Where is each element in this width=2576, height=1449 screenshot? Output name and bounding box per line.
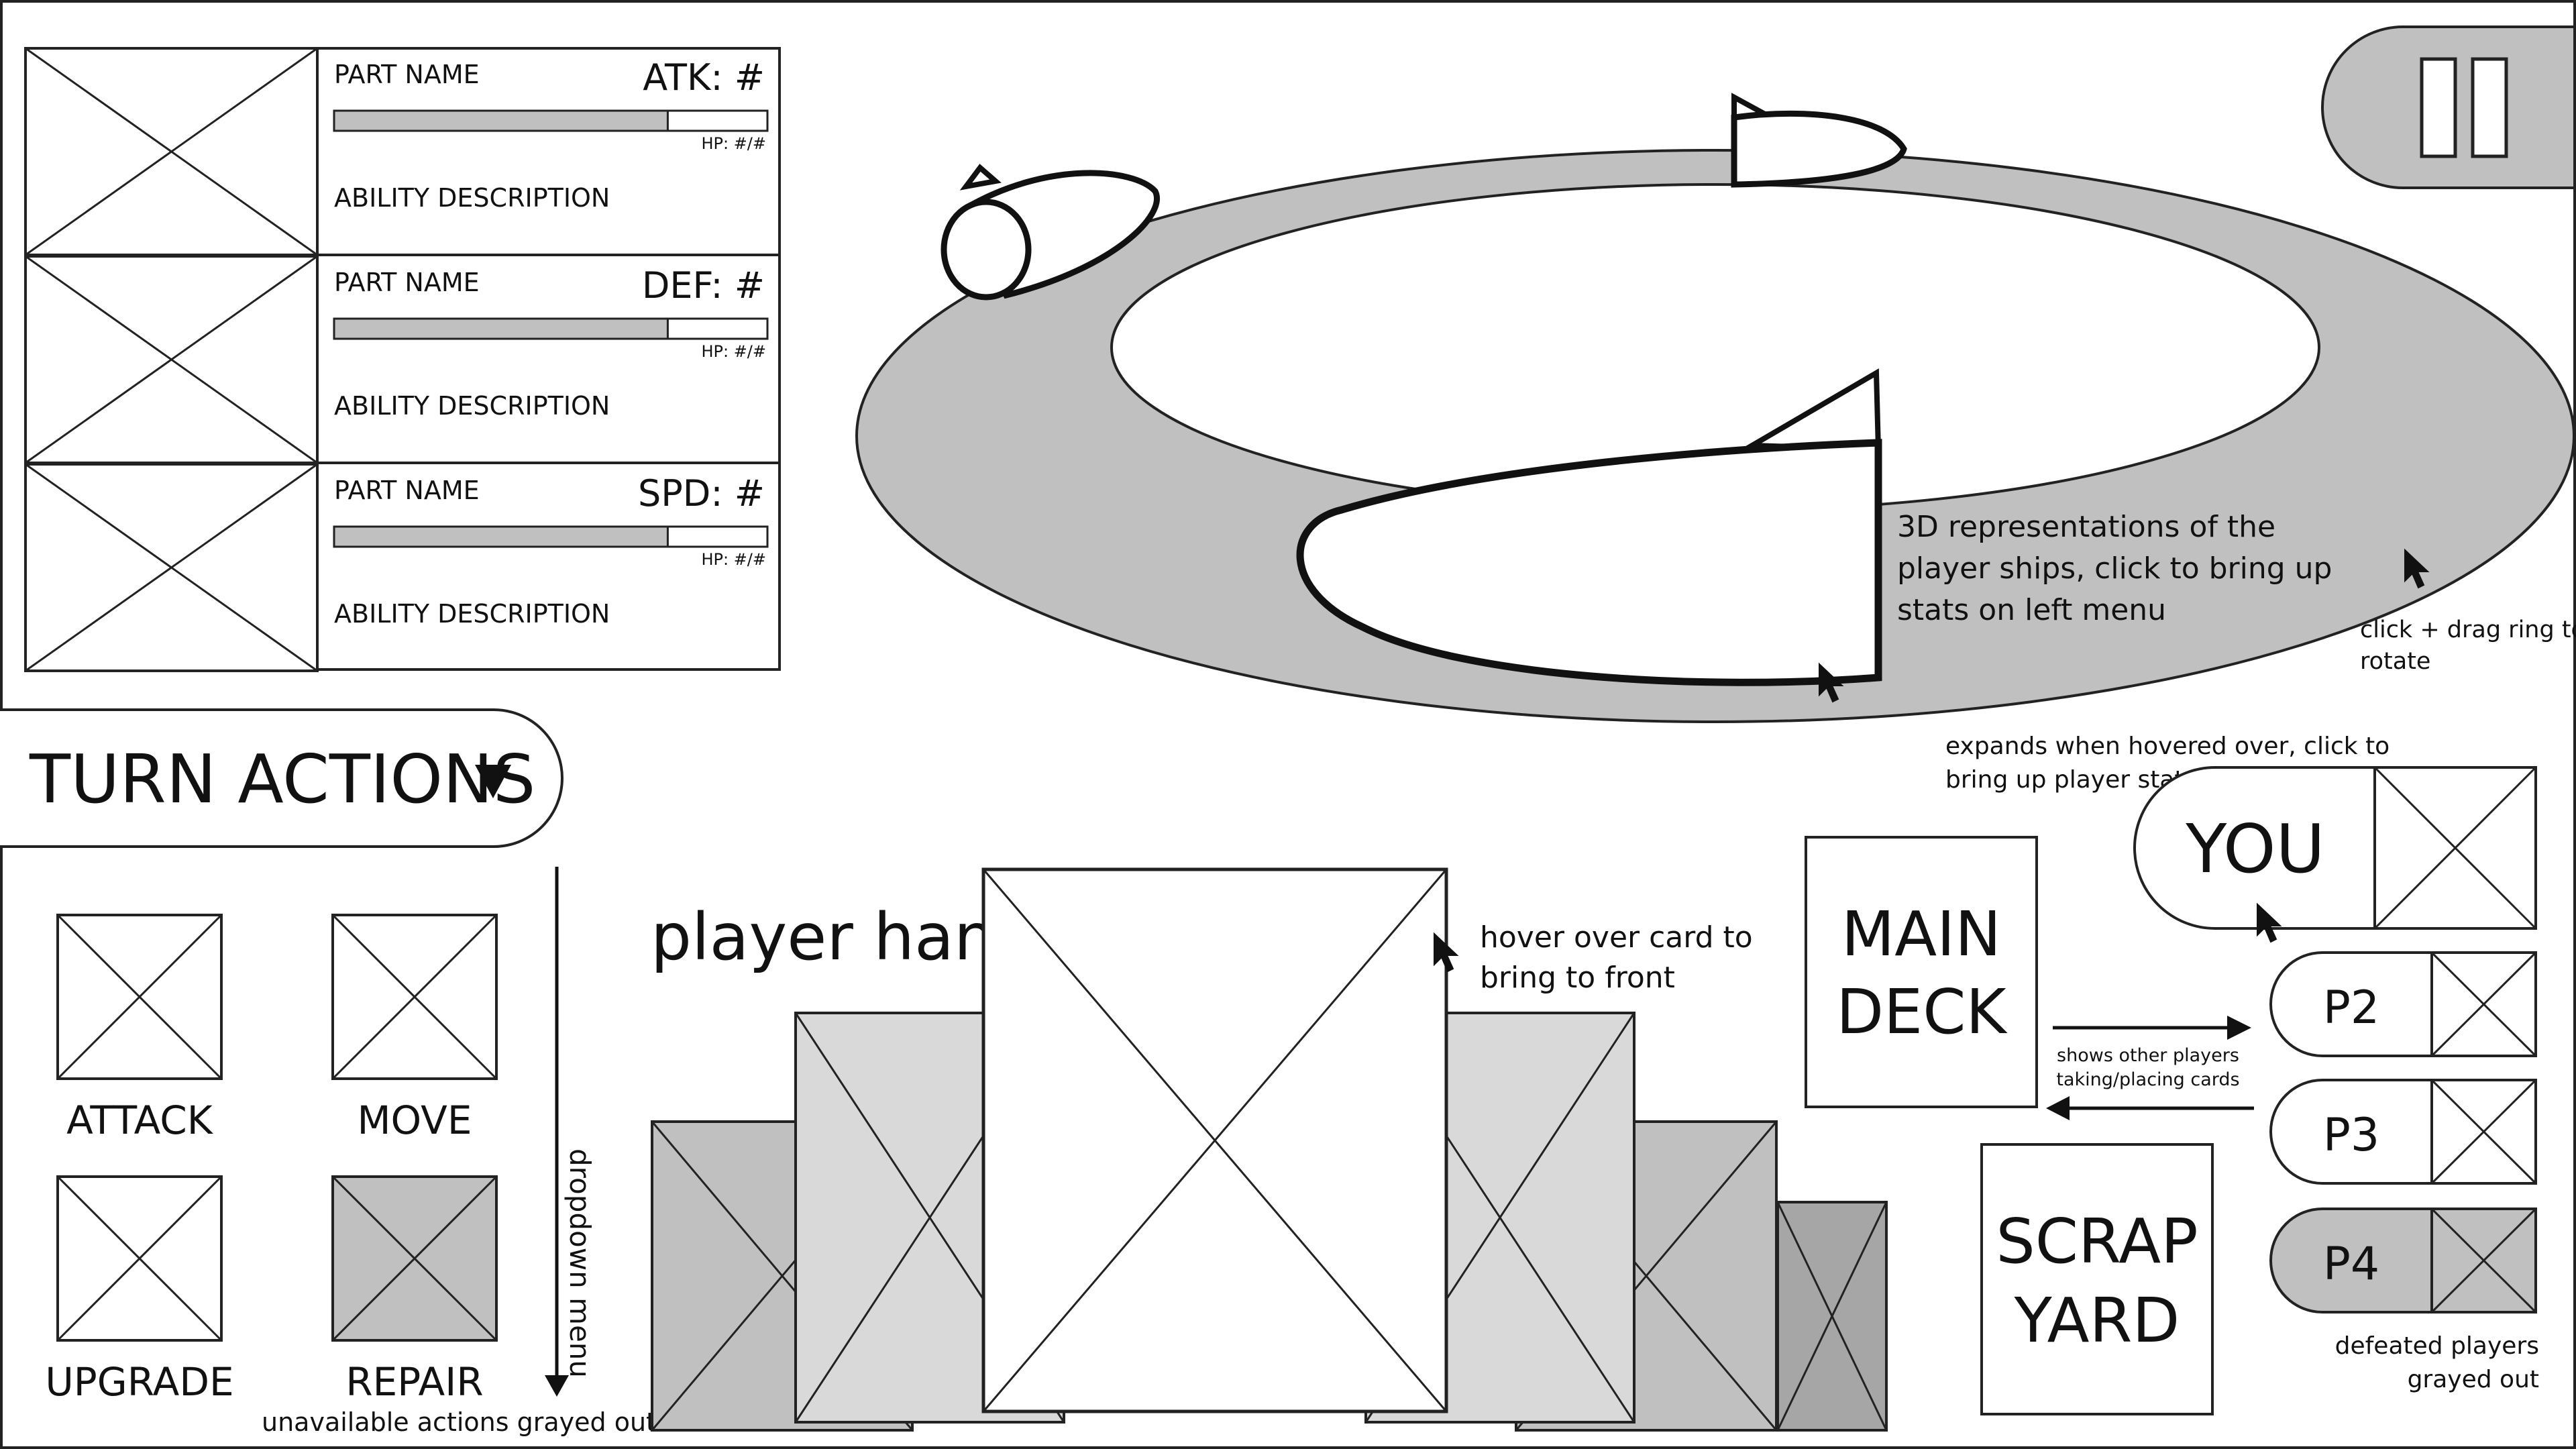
player-p2[interactable]: P2 [2269, 951, 2537, 1057]
player-p4[interactable]: P4 [2269, 1208, 2537, 1313]
part-name: PART NAME [334, 268, 480, 297]
expand-note-line2: bring up player stats [1945, 766, 2196, 794]
turn-actions-dropdown[interactable]: TURN ACTIONS [0, 708, 564, 848]
action-attack-button[interactable]: ATTACK [56, 914, 223, 1143]
part-stat: SPD: # [638, 472, 765, 515]
part-ability: ABILITY DESCRIPTION [334, 599, 610, 629]
ring-note-line1: click + drag ring to [2360, 616, 2576, 643]
flow-arrows [2046, 1016, 2254, 1120]
scrap-yard-label-line1: SCRAP [1996, 1205, 2198, 1277]
part-stat: ATK: # [643, 56, 765, 99]
player-you-label: YOU [2185, 810, 2325, 888]
part-hp-text: HP: #/# [701, 342, 766, 361]
part-image-placeholder [24, 463, 319, 672]
part-row[interactable]: PART NAME DEF: # HP: #/# ABILITY DESCRIPTIO… [24, 255, 769, 464]
ships-note-line1: 3D representations of the [1897, 510, 2275, 544]
action-icon-placeholder [331, 914, 498, 1080]
player-hand [651, 867, 1888, 1432]
dropdown-arrow [545, 867, 569, 1397]
main-deck-label-line1: MAIN [1841, 898, 2001, 970]
action-repair-button[interactable]: REPAIR [331, 1175, 498, 1405]
part-hp-fill [333, 317, 669, 340]
part-name: PART NAME [334, 60, 480, 89]
action-icon-placeholder [56, 914, 223, 1080]
part-row[interactable]: PART NAME SPD: # HP: #/# ABILITY DESCRIPTIO… [24, 463, 769, 672]
hover-card-note-line1: hover over card to [1480, 920, 1753, 955]
player-hand-label: player hand [651, 900, 1036, 975]
player-ship-small-top[interactable] [1731, 93, 1907, 188]
player-ship-large[interactable] [1296, 368, 1882, 686]
action-icon-placeholder [56, 1175, 223, 1342]
ships-note-line3: stats on left menu [1897, 593, 2166, 627]
part-row[interactable]: PART NAME ATK: # HP: #/# ABILITY DESCRIPTIO… [24, 47, 769, 256]
action-move-button[interactable]: MOVE [331, 914, 498, 1143]
shows-players-note-line1: shows other players [2057, 1045, 2239, 1066]
part-hp-text: HP: #/# [701, 134, 766, 153]
part-ability: ABILITY DESCRIPTION [334, 391, 610, 421]
player-label: P4 [2323, 1238, 2379, 1291]
dropdown-menu-note: dropdown menu [564, 1148, 596, 1378]
player-ship-small-left[interactable] [941, 164, 1160, 301]
player-label: P2 [2323, 981, 2379, 1034]
expand-note-line1: expands when hovered over, click to [1945, 733, 2390, 760]
part-hp-fill [333, 525, 669, 548]
action-upgrade-button[interactable]: UPGRADE [45, 1175, 234, 1405]
part-name: PART NAME [334, 476, 480, 505]
part-hp-bar [333, 109, 769, 132]
ship-ring[interactable] [855, 149, 2575, 723]
main-deck[interactable]: MAIN DECK [1805, 836, 2038, 1108]
scrap-yard-label-line2: YARD [2014, 1285, 2180, 1356]
main-deck-label-line2: DECK [1836, 976, 2008, 1048]
hover-card-note-line2: bring to front [1480, 961, 1675, 995]
player-you[interactable]: YOU [2133, 766, 2537, 930]
action-label: MOVE [358, 1097, 472, 1143]
ships-note-line2: player ships, click to bring up [1897, 551, 2332, 586]
defeated-note-line2: grayed out [2408, 1366, 2539, 1393]
part-hp-text: HP: #/# [701, 550, 766, 569]
part-image-placeholder [24, 47, 319, 256]
caret-down-icon [475, 765, 511, 798]
player-p3[interactable]: P3 [2269, 1079, 2537, 1185]
part-image-placeholder [24, 255, 319, 464]
ring-note-line2: rotate [2360, 648, 2430, 675]
turn-actions-label: TURN ACTIONS [29, 740, 535, 818]
defeated-note-line1: defeated players [2335, 1332, 2539, 1360]
part-stat: DEF: # [642, 264, 765, 307]
part-ability: ABILITY DESCRIPTION [334, 183, 610, 213]
hand-card-focused[interactable] [981, 867, 1448, 1413]
player-label: P3 [2323, 1109, 2379, 1162]
unavailable-note: unavailable actions grayed out [262, 1407, 656, 1437]
pause-icon [2420, 57, 2508, 158]
pause-button[interactable] [2321, 25, 2576, 189]
action-label: REPAIR [345, 1359, 483, 1405]
part-hp-fill [333, 109, 669, 132]
action-icon-placeholder [331, 1175, 498, 1342]
action-label: ATTACK [66, 1097, 214, 1143]
shows-players-note-line2: taking/placing cards [2056, 1069, 2239, 1090]
part-hp-bar [333, 317, 769, 340]
action-label: UPGRADE [45, 1359, 233, 1405]
part-hp-bar [333, 525, 769, 548]
scrap-yard[interactable]: SCRAP YARD [1980, 1143, 2214, 1415]
hand-card[interactable] [1776, 1201, 1888, 1432]
